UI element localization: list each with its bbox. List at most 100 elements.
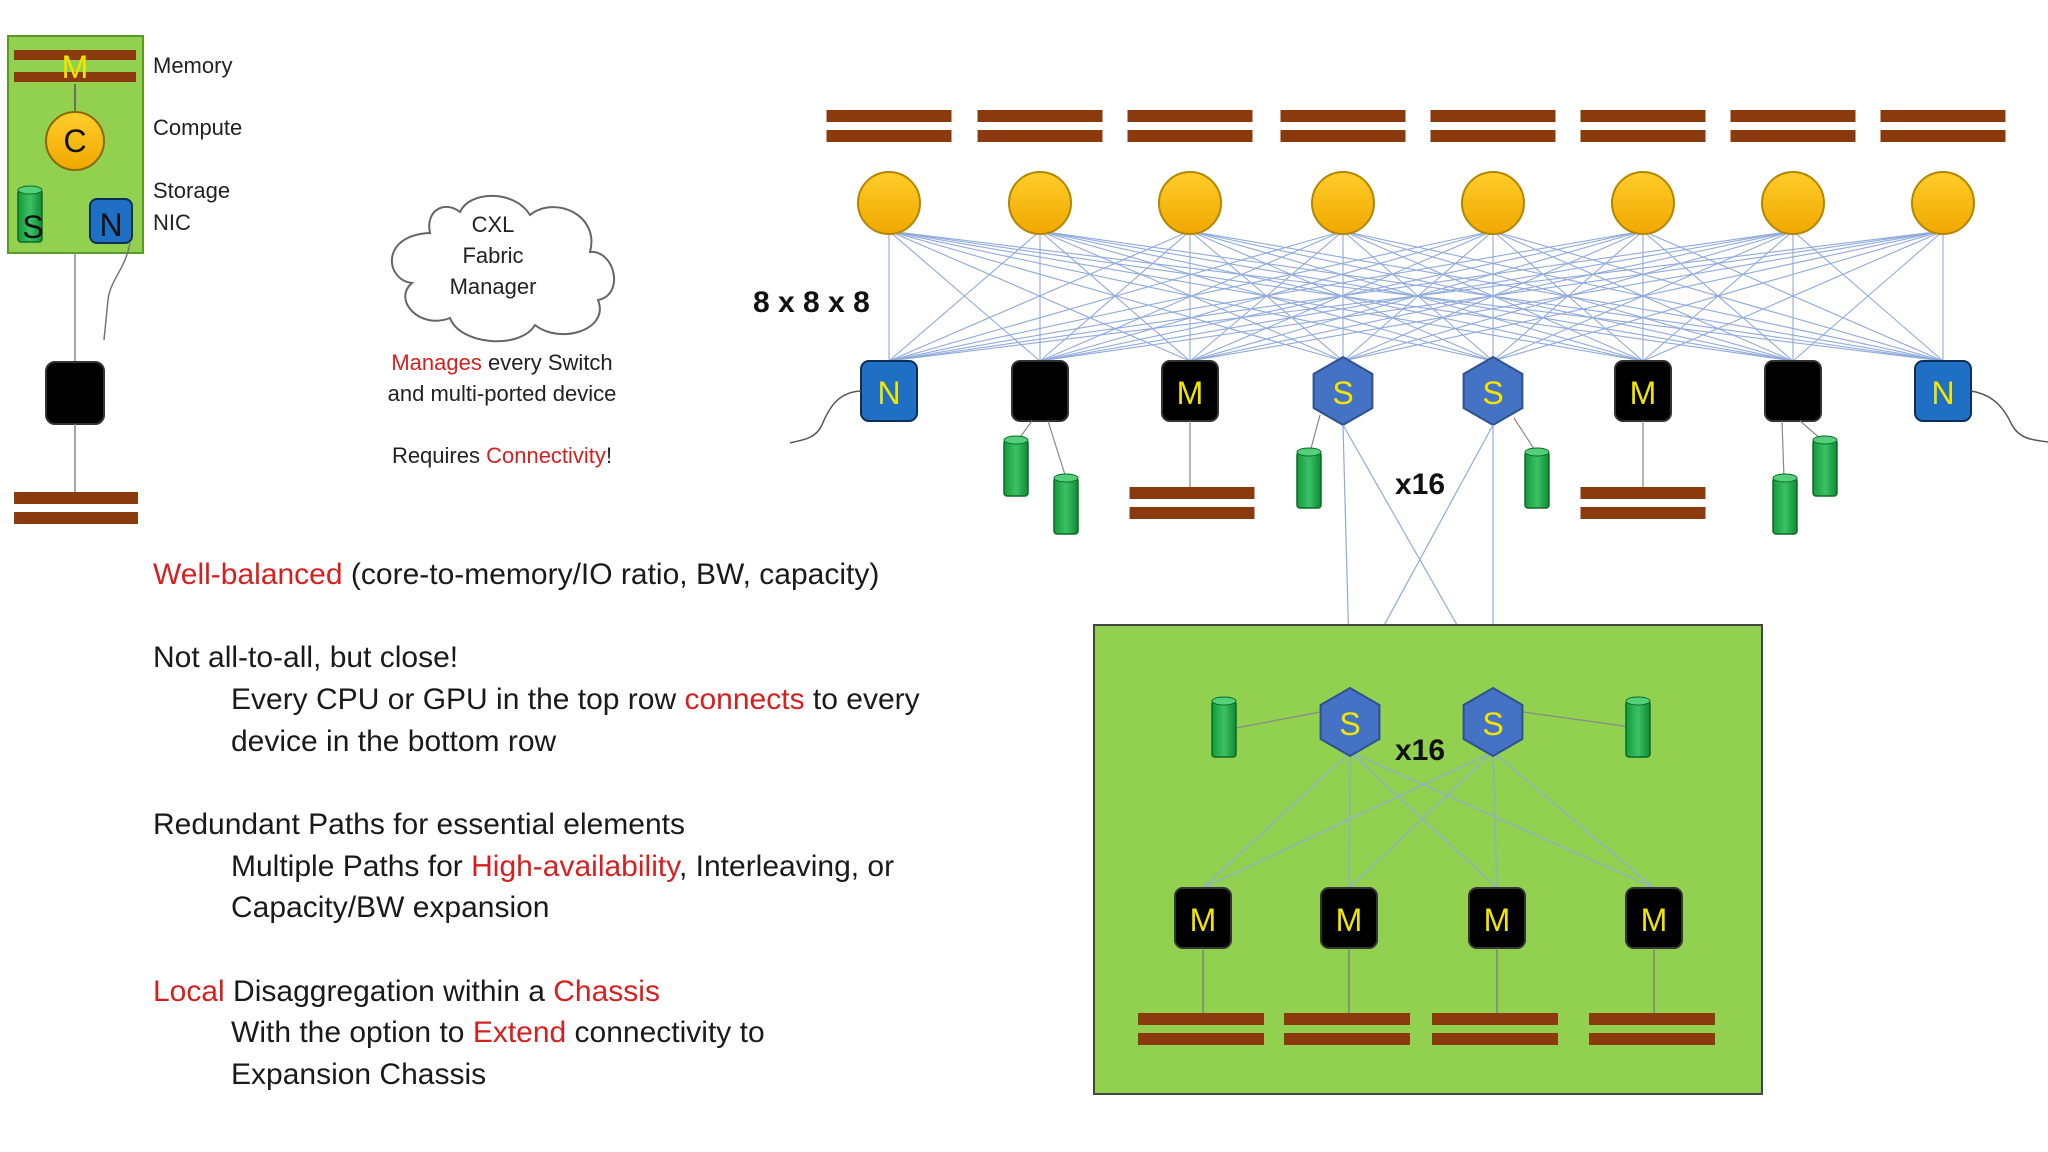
top-memory-6 xyxy=(1580,110,1706,142)
chassis-memory-1-bar-1 xyxy=(1138,1013,1264,1025)
chassis-link xyxy=(1202,751,1494,889)
storage-a-body xyxy=(1003,439,1029,497)
chassis-memory-device-1-letter: M xyxy=(1190,902,1217,938)
top-memory-7 xyxy=(1730,110,1856,142)
bullet-multiple-paths-post: , Interleaving, or xyxy=(678,850,895,883)
legend-storage-label: Storage xyxy=(153,178,231,203)
bullet-chassis-red: Chassis xyxy=(553,975,660,1008)
manages-note: Manages every Switch xyxy=(373,350,631,376)
device-memory-right-bar-1 xyxy=(1580,487,1706,499)
top-memory-4-bar-1 xyxy=(1280,110,1406,122)
storage-d-body xyxy=(1524,451,1550,509)
storage-f-body xyxy=(1812,439,1838,497)
top-memory-7-bar-2 xyxy=(1730,130,1856,142)
chassis-link xyxy=(1348,751,1494,889)
top-memory-3-bar-1 xyxy=(1127,110,1253,122)
legend-nic-letter: N xyxy=(99,207,122,243)
chassis-link xyxy=(1492,751,1655,889)
device-7 xyxy=(1764,360,1822,422)
legend-memory-icon xyxy=(14,50,136,82)
top-memory-7-bar-1 xyxy=(1730,110,1856,122)
mesh-link xyxy=(888,230,1644,362)
requires-note: Requires Connectivity! xyxy=(373,443,631,469)
storage-link xyxy=(1235,711,1321,729)
top-memory-5 xyxy=(1430,110,1556,142)
chassis-memory-2-bar-2 xyxy=(1284,1033,1410,1045)
manages-note-rest: every Switch xyxy=(481,350,613,375)
top-memory-1-bar-1 xyxy=(826,110,952,122)
storage-b xyxy=(1053,473,1079,535)
cpu-2 xyxy=(1008,171,1072,235)
switch-4-letter: S xyxy=(1332,375,1353,411)
nic-cable-left xyxy=(789,390,862,444)
storage-d-cap xyxy=(1524,447,1550,457)
bullet-well-balanced-red: Well-balanced xyxy=(153,558,343,591)
legend-compute-label: Compute xyxy=(153,115,243,140)
legend-nic-icon xyxy=(89,198,133,244)
storage-b-cap xyxy=(1053,473,1079,483)
cpu-8 xyxy=(1911,171,1975,235)
fabric-mesh-links xyxy=(888,230,1944,362)
requires-note-post: ! xyxy=(605,443,613,468)
bullet-not-all-to-all: Not all-to-all, but close! xyxy=(153,641,459,674)
chassis-storage-left xyxy=(1211,696,1237,758)
chassis-storage-right-body xyxy=(1625,700,1651,758)
bullet-connects-line1: Every CPU or GPU in the top row connects… xyxy=(231,683,920,717)
bullet-local-disaggregation: Local Disaggregation within a Chassis xyxy=(153,975,660,1009)
chassis-link xyxy=(1349,751,1655,889)
legend-memory-letter: M xyxy=(62,49,89,85)
legend-switch-icon xyxy=(45,361,105,425)
device-memory-right xyxy=(1580,487,1706,519)
chassis-memory-device-2-letter: M xyxy=(1336,902,1363,938)
device-memory-left-bar-2 xyxy=(1129,507,1255,519)
cpu-1 xyxy=(857,171,921,235)
bullet-connects-pre: Every CPU or GPU in the top row xyxy=(231,683,685,716)
device-memory-left xyxy=(1129,487,1255,519)
mesh-link xyxy=(888,230,1344,362)
cloud-fabric-manager-icon xyxy=(391,194,616,343)
bullet-extend-post: connectivity to xyxy=(566,1016,765,1049)
cloud-label-line1: CXL xyxy=(471,212,515,237)
nic-1-letter: N xyxy=(877,375,900,411)
bullet-local-red: Local xyxy=(153,975,225,1008)
storage-d xyxy=(1524,447,1550,509)
nic-cable-right xyxy=(1970,390,2048,443)
chassis-memory-1-bar-2 xyxy=(1138,1033,1264,1045)
top-memory-8-bar-1 xyxy=(1880,110,2006,122)
storage-f-cap xyxy=(1812,435,1838,445)
top-memory-3-bar-2 xyxy=(1127,130,1253,142)
storage-c-cap xyxy=(1296,447,1322,457)
device-memory-right-bar-2 xyxy=(1580,507,1706,519)
mesh-link xyxy=(1189,230,1944,362)
storage-a xyxy=(1003,435,1029,497)
manages-note-line2: and multi-ported device xyxy=(387,381,617,406)
storage-link xyxy=(1047,420,1067,479)
chassis-storage-left-cap xyxy=(1211,696,1237,706)
top-compute-row xyxy=(857,171,1975,235)
cpu-7 xyxy=(1761,171,1825,235)
top-memory-1-bar-2 xyxy=(826,130,952,142)
storage-e xyxy=(1772,473,1798,535)
top-memory-4-bar-2 xyxy=(1280,130,1406,142)
bullet-multiple-paths-pre: Multiple Paths for xyxy=(231,850,472,883)
top-memory-2 xyxy=(977,110,1103,142)
storage-c xyxy=(1296,447,1322,509)
mesh-link xyxy=(888,230,1041,362)
mesh-link xyxy=(888,230,1794,362)
mesh-link xyxy=(888,230,1944,362)
top-memory-8 xyxy=(1880,110,2006,142)
manages-note-red: Manages xyxy=(391,350,482,375)
bullet-well-balanced-rest: (core-to-memory/IO ratio, BW, capacity) xyxy=(342,558,880,591)
top-memory-1 xyxy=(826,110,952,142)
storage-e-body xyxy=(1772,477,1798,535)
bullet-well-balanced: Well-balanced (core-to-memory/IO ratio, … xyxy=(153,558,879,592)
bullet-multiple-paths-red: High-availability xyxy=(471,850,679,883)
chassis-memory-1 xyxy=(1138,1013,1264,1045)
bullet-connects-line2: device in the bottom row xyxy=(231,725,557,758)
top-memory-2-bar-1 xyxy=(977,110,1103,122)
legend-compute-letter: C xyxy=(63,123,86,159)
bullet-connects-post: to every xyxy=(804,683,920,716)
chassis-switch-1-letter: S xyxy=(1339,706,1360,742)
